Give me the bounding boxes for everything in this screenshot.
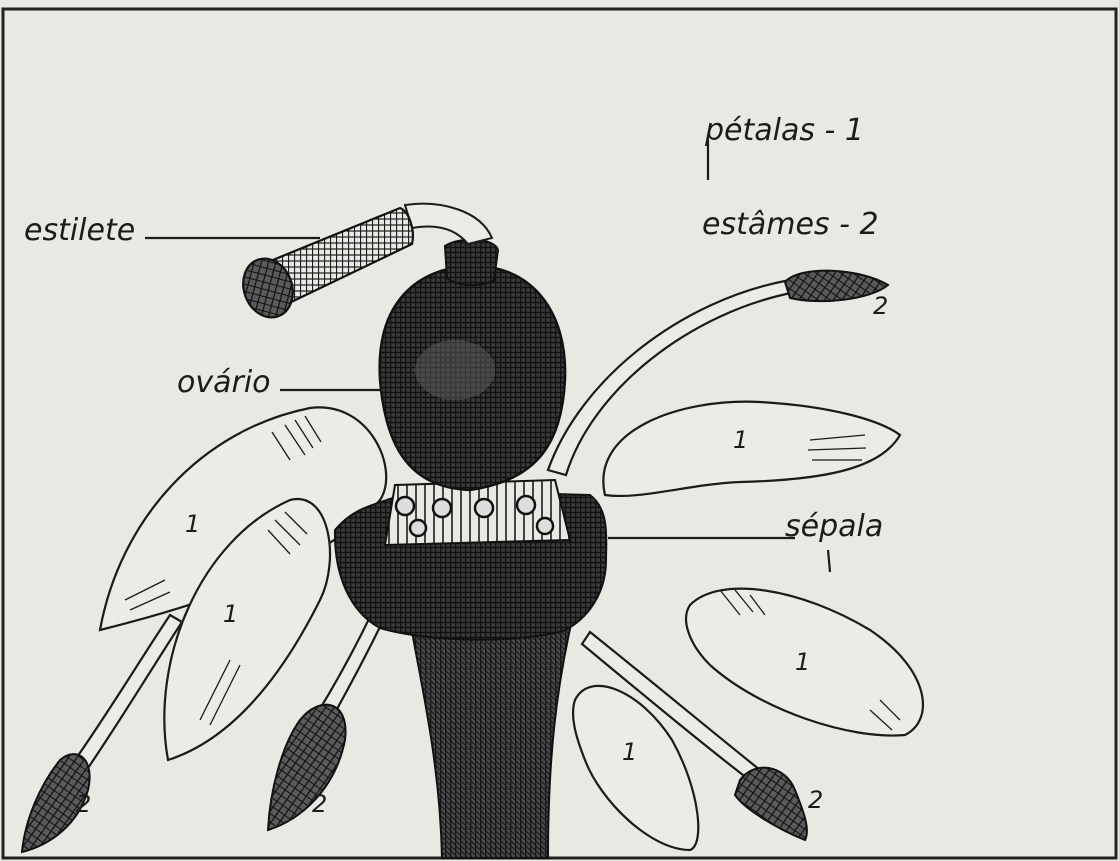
- stamen-number: 2: [76, 790, 91, 818]
- petal-number: 1: [185, 510, 200, 538]
- label-ovario: ovário: [177, 365, 271, 400]
- petal-number: 1: [223, 600, 238, 628]
- style-bend: [405, 204, 492, 244]
- legend-petalas: pétalas - 1: [704, 113, 864, 148]
- petal-number: 1: [733, 426, 748, 454]
- stamen-number: 2: [312, 790, 327, 818]
- petal-number: 1: [622, 738, 637, 766]
- petal-number: 1: [795, 648, 810, 676]
- anther-center-left: [268, 705, 346, 830]
- legend-estames: estâmes - 2: [702, 207, 879, 242]
- stamen-number: 2: [808, 786, 823, 814]
- leader-sepala-tick: [828, 550, 830, 572]
- anther-lower-right: [735, 768, 807, 840]
- style-stub: [445, 240, 498, 285]
- label-estilete: estilete: [24, 213, 135, 248]
- stamen-number: 2: [873, 292, 888, 320]
- label-sepala: sépala: [785, 509, 883, 544]
- pedicel: [410, 620, 572, 858]
- ovary-highlight: [415, 340, 495, 400]
